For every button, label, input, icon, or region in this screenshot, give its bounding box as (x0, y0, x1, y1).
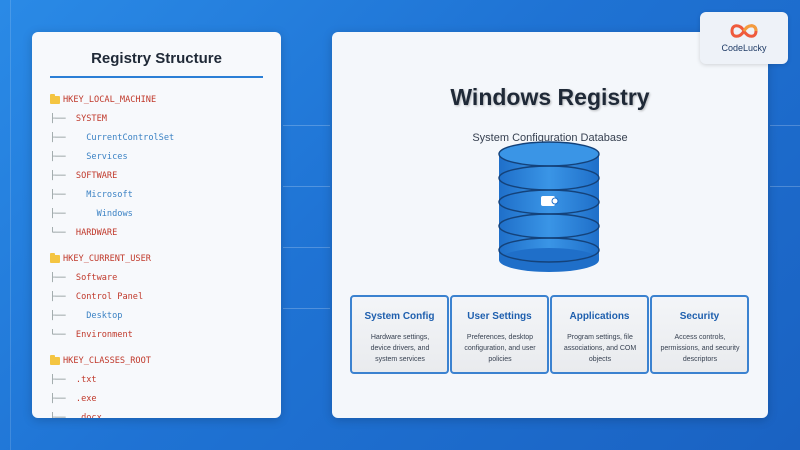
connector-line (770, 186, 800, 187)
key-name: .docx (75, 413, 102, 418)
card-user-settings: User Settings Preferences, desktop confi… (450, 295, 549, 374)
card-title: System Config (364, 311, 435, 322)
tree-indent (66, 310, 87, 323)
registry-hive[interactable]: HKEY_CURRENT_USER (50, 253, 275, 272)
registry-hive[interactable]: HKEY_CLASSES_ROOT (50, 355, 275, 374)
connector-line (283, 308, 330, 309)
tree-branch: ├── (50, 375, 66, 385)
tree-branch: ├── (50, 413, 66, 418)
hive-name: HKEY_CURRENT_USER (63, 254, 151, 264)
tree-branch: └── (50, 228, 66, 238)
registry-key[interactable]: ├── Control Panel (50, 291, 275, 310)
feature-cards: System Config Hardware settings, device … (350, 295, 750, 375)
connector-line (283, 186, 330, 187)
folder-icon (50, 253, 60, 263)
registry-key[interactable]: ├── Services (50, 151, 275, 170)
registry-key[interactable]: ├── SOFTWARE (50, 170, 275, 189)
key-name: SYSTEM (75, 114, 107, 124)
tree-indent (66, 272, 76, 285)
tree-branch: ├── (50, 273, 66, 283)
registry-key[interactable]: ├── Desktop (50, 310, 275, 329)
card-applications: Applications Program settings, file asso… (550, 295, 649, 374)
registry-key[interactable]: ├── .exe (50, 393, 275, 412)
tree-indent (66, 151, 87, 164)
card-security: Security Access controls, permissions, a… (650, 295, 749, 374)
tree-branch: ├── (50, 114, 66, 124)
key-name: .exe (75, 394, 97, 404)
tree-branch: ├── (50, 394, 66, 404)
card-title: Security (679, 311, 720, 322)
tree-indent (66, 208, 97, 221)
logo-text: CodeLucky (721, 43, 767, 53)
key-name: Control Panel (75, 292, 144, 302)
registry-key[interactable]: ├── Windows (50, 208, 275, 227)
tree-indent (66, 113, 76, 126)
tree-branch: ├── (50, 190, 66, 200)
card-description: Hardware settings, device drivers, and s… (370, 334, 430, 363)
key-name: Microsoft (86, 190, 133, 200)
tree-indent (66, 291, 76, 304)
page-subtitle: System Configuration Database (472, 132, 628, 144)
hive-name: HKEY_LOCAL_MACHINE (63, 95, 157, 105)
card-description: Access controls, permissions, and securi… (660, 334, 740, 363)
registry-key[interactable]: ├── CurrentControlSet (50, 132, 275, 151)
tree-branch: ├── (50, 171, 66, 181)
key-name: Software (75, 273, 118, 283)
tree-indent (66, 374, 76, 387)
tree-indent (66, 227, 76, 240)
registry-key[interactable]: ├── Software (50, 272, 275, 291)
registry-hive[interactable]: HKEY_LOCAL_MACHINE (50, 94, 275, 113)
tree-spacer (50, 246, 275, 253)
key-name: Services (86, 152, 128, 162)
database-cylinder-icon (498, 141, 600, 272)
registry-structure-panel: Registry Structure HKEY_LOCAL_MACHINE ├──… (32, 32, 281, 418)
key-name: Desktop (86, 311, 123, 321)
connector-line (283, 125, 330, 126)
tree-indent (66, 132, 87, 145)
card-title: Applications (569, 311, 630, 322)
tree-indent (66, 189, 87, 202)
key-name: .txt (75, 375, 97, 385)
tree-indent (66, 329, 76, 342)
key-name: Windows (96, 209, 133, 219)
card-description: Preferences, desktop configuration, and … (464, 334, 536, 363)
codelucky-logo: CodeLucky (700, 12, 788, 64)
hive-name: HKEY_CLASSES_ROOT (63, 356, 151, 366)
registry-key[interactable]: ├── .docx (50, 412, 275, 418)
folder-icon (50, 355, 60, 365)
page-title: Windows Registry (450, 84, 650, 110)
tree-branch: ├── (50, 133, 66, 143)
tree-branch: ├── (50, 152, 66, 162)
registry-tree: HKEY_LOCAL_MACHINE├── SYSTEM├── CurrentC… (50, 94, 275, 418)
registry-key[interactable]: └── Environment (50, 329, 275, 348)
tree-branch: ├── (50, 292, 66, 302)
title-underline (50, 76, 263, 78)
registry-key[interactable]: ├── SYSTEM (50, 113, 275, 132)
registry-key[interactable]: ├── .txt (50, 374, 275, 393)
registry-key[interactable]: └── HARDWARE (50, 227, 275, 246)
key-name: HARDWARE (75, 228, 118, 238)
tree-branch: └── (50, 330, 66, 340)
tree-indent (66, 393, 76, 406)
infinity-logo-icon (730, 24, 758, 38)
background-grid-line (10, 0, 11, 450)
windows-registry-panel: Windows Registry System Configuration Da… (332, 32, 768, 418)
tree-indent (66, 412, 76, 418)
tree-indent (66, 170, 76, 183)
key-name: SOFTWARE (75, 171, 118, 181)
tree-spacer (50, 348, 275, 355)
connector-line (283, 247, 330, 248)
registry-key[interactable]: ├── Microsoft (50, 189, 275, 208)
card-description: Program settings, file associations, and… (563, 334, 637, 363)
key-name: Environment (75, 330, 133, 340)
connector-line (770, 125, 800, 126)
panel-title: Registry Structure (91, 50, 222, 67)
folder-icon (50, 94, 60, 104)
key-name: CurrentControlSet (86, 133, 175, 143)
tree-branch: ├── (50, 311, 66, 321)
card-system-config: System Config Hardware settings, device … (350, 295, 449, 374)
card-title: User Settings (467, 311, 532, 322)
tree-branch: ├── (50, 209, 66, 219)
